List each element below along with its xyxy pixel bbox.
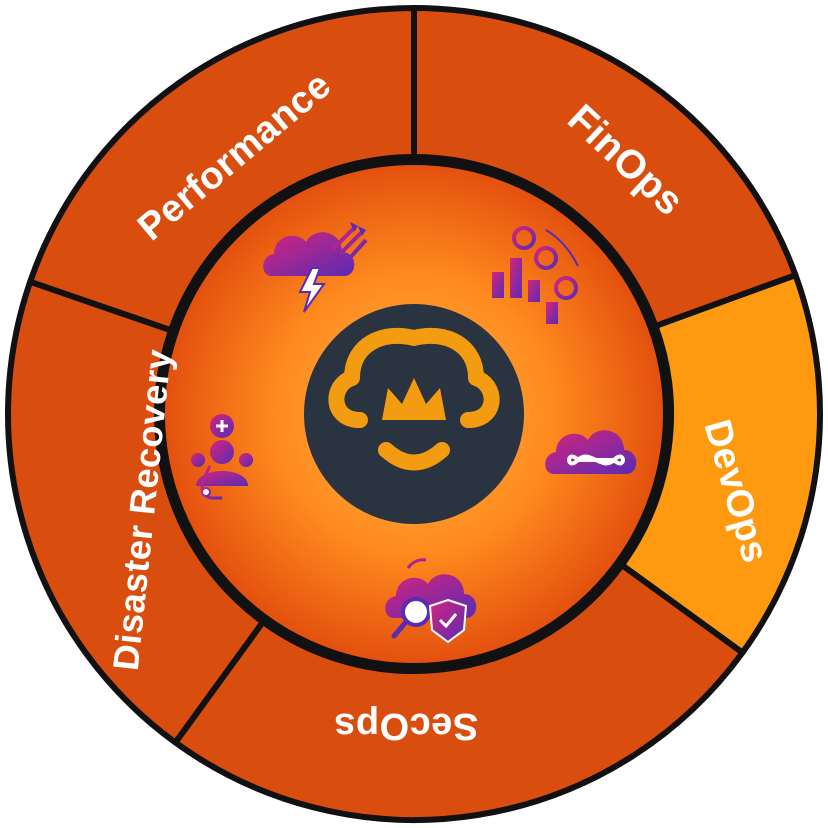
segment-devops xyxy=(618,272,823,656)
cloud-infinity-icon xyxy=(545,430,637,474)
center-logo xyxy=(304,304,524,524)
cost-chart-icon xyxy=(492,226,579,324)
label-secops: SecOps xyxy=(334,705,479,747)
health-care-icon xyxy=(191,414,253,500)
segment-finops xyxy=(411,5,799,330)
segment-secops xyxy=(172,562,746,823)
cloud-security-icon xyxy=(385,558,477,644)
segment-performance xyxy=(27,5,417,334)
segment-disaster-recovery xyxy=(5,278,266,746)
icons-layer xyxy=(191,222,637,644)
cloud-lightning-icon xyxy=(263,222,368,313)
outer-ring xyxy=(5,5,823,823)
